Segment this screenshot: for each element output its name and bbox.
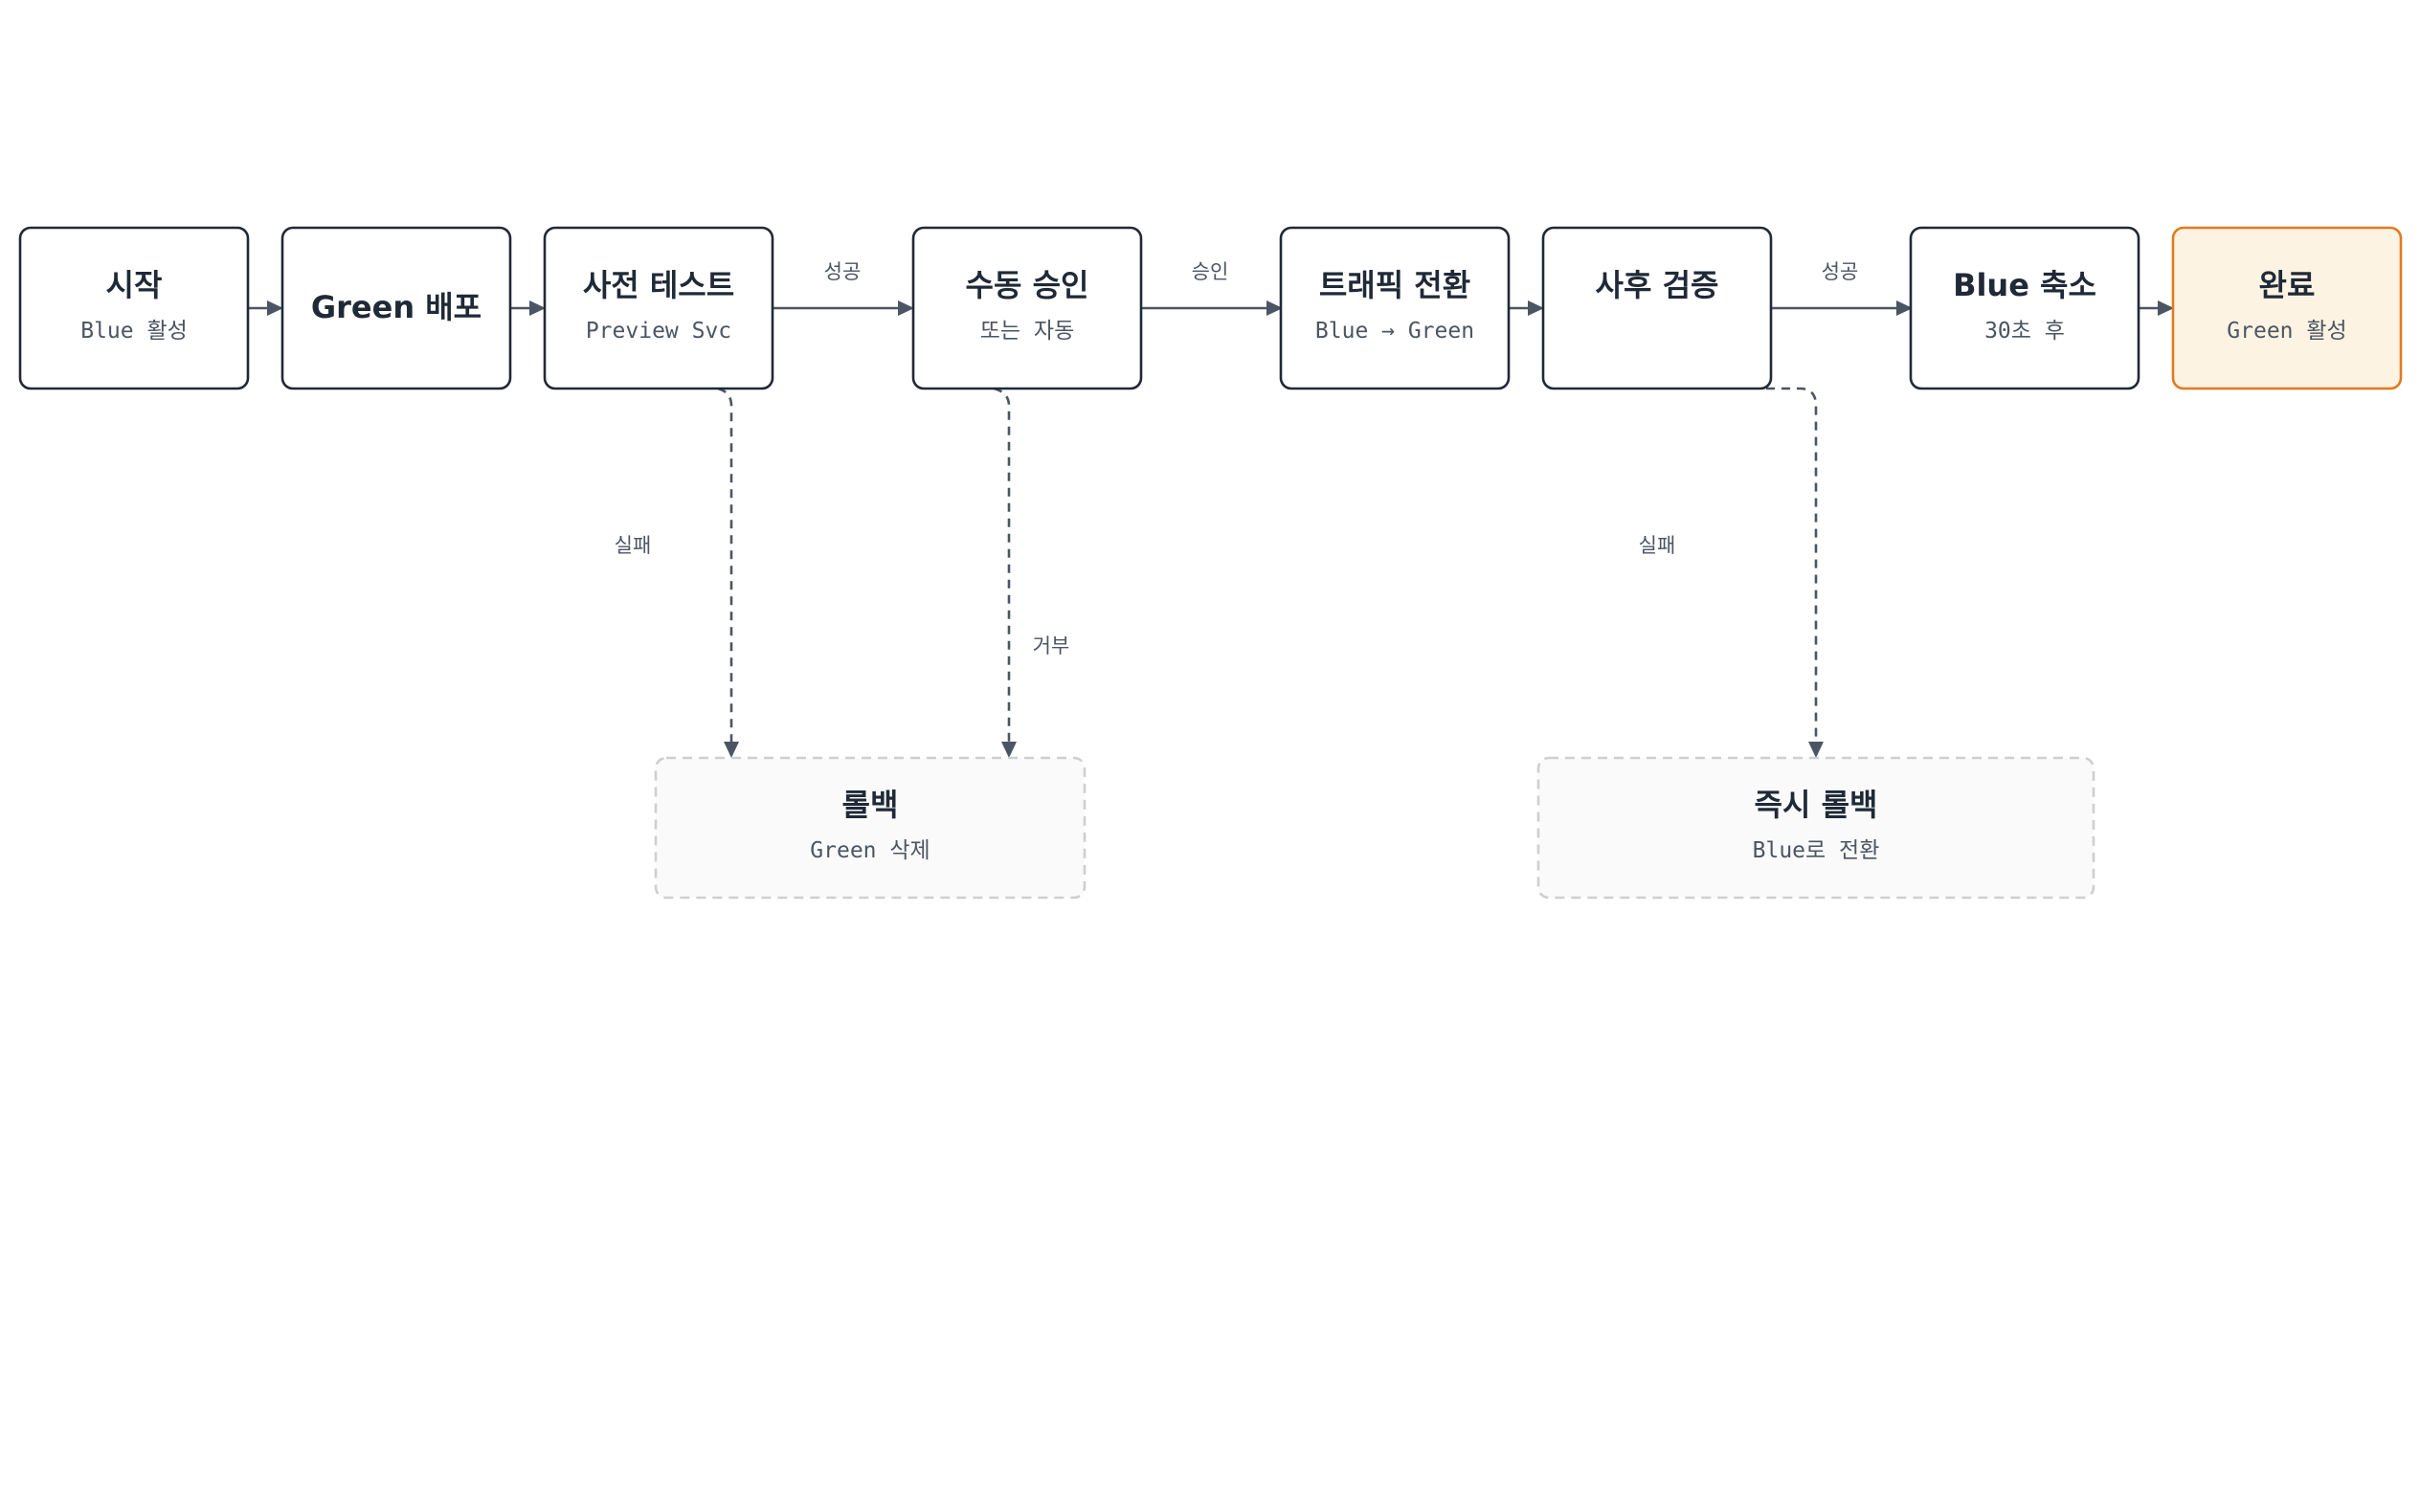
node-instant-rollback: 즉시 롤백 Blue로 전환 xyxy=(1536,756,2095,900)
node-post-verify: 사후 검증 xyxy=(1541,226,1773,390)
edge-label-pre-test-success: 성공 xyxy=(824,260,862,283)
node-traffic-switch-title: 트래픽 전환 xyxy=(1319,267,1470,303)
node-green-deploy-title: Green 배포 xyxy=(311,289,482,325)
edge-green-deploy-to-pre-test xyxy=(510,300,546,316)
node-done-title: 완료 xyxy=(2259,267,2316,303)
edge-verify-fail-to-instant-rollback: 실패 xyxy=(1639,387,1824,758)
edge-label-verify-fail: 실패 xyxy=(1639,534,1676,557)
edge-post-verify-to-blue-scale-down: 성공 xyxy=(1771,260,1913,316)
node-manual-approval: 수동 승인 또는 자동 xyxy=(911,226,1143,390)
node-blue-scale-down: Blue 축소 30초 후 xyxy=(1909,226,2140,390)
edge-approval-reject-to-rollback: 거부 xyxy=(993,387,1070,758)
node-post-verify-title: 사후 검증 xyxy=(1596,267,1719,303)
node-blue-scale-down-subtitle: 30초 후 xyxy=(1984,319,2065,344)
node-pre-test-subtitle: Preview Svc xyxy=(586,319,731,344)
node-instant-rollback-subtitle: Blue로 전환 xyxy=(1753,838,1880,863)
node-rollback-title: 롤백 xyxy=(842,787,899,823)
node-start-title: 시작 xyxy=(106,267,163,303)
node-done-subtitle: Green 활성 xyxy=(2227,319,2346,344)
node-pre-test-title: 사전 테스트 xyxy=(583,267,734,303)
edge-traffic-switch-to-post-verify xyxy=(1509,300,1544,316)
edge-pre-test-to-manual-approval: 성공 xyxy=(773,260,914,316)
node-rollback-subtitle: Green 삭제 xyxy=(810,838,930,863)
node-done: 완료 Green 활성 xyxy=(2171,226,2403,390)
edge-label-approval-reject: 거부 xyxy=(1033,634,1070,657)
node-rollback: 롤백 Green 삭제 xyxy=(654,756,1087,900)
edge-label-verify-success: 성공 xyxy=(1822,260,1859,283)
node-start-subtitle: Blue 활성 xyxy=(80,319,188,344)
node-start: 시작 Blue 활성 xyxy=(18,226,250,390)
edge-manual-approval-to-traffic-switch: 승인 xyxy=(1141,260,1283,316)
node-traffic-switch-subtitle: Blue → Green xyxy=(1315,319,1474,344)
node-instant-rollback-title: 즉시 롤백 xyxy=(1755,787,1878,823)
edge-pre-test-fail-to-rollback: 실패 xyxy=(615,387,739,758)
edge-start-to-green-deploy xyxy=(248,300,283,316)
edge-label-approval-approve: 승인 xyxy=(1192,260,1229,283)
node-green-deploy: Green 배포 xyxy=(280,226,512,390)
node-manual-approval-title: 수동 승인 xyxy=(966,267,1089,303)
node-pre-test: 사전 테스트 Preview Svc xyxy=(543,226,774,390)
node-traffic-switch: 트래픽 전환 Blue → Green xyxy=(1279,226,1511,390)
edge-blue-scale-down-to-done xyxy=(2139,300,2174,316)
edge-label-pre-test-fail: 실패 xyxy=(615,534,652,557)
node-blue-scale-down-title: Blue 축소 xyxy=(1953,267,2096,303)
node-manual-approval-subtitle: 또는 자동 xyxy=(980,319,1075,344)
